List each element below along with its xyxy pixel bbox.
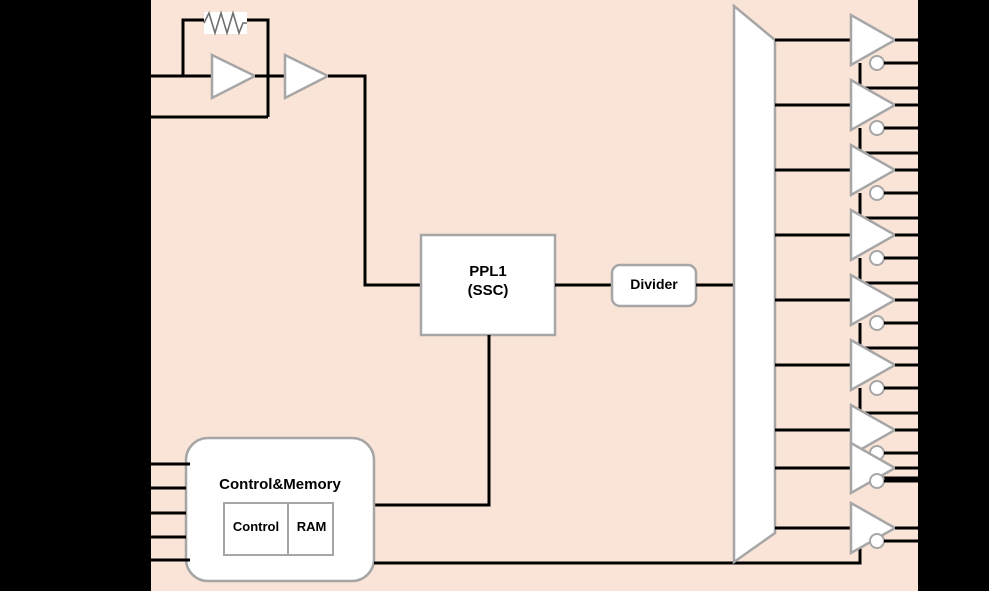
inversion-bubble-icon	[869, 315, 885, 331]
resistor-icon	[203, 10, 247, 36]
output-buffer-group	[775, 440, 918, 496]
control-interface-wires	[151, 462, 190, 562]
inversion-bubble-icon	[869, 380, 885, 396]
inverter-icon	[283, 52, 331, 101]
mux-trapezoid-icon	[732, 3, 777, 565]
crystal-input-wires	[151, 74, 268, 119]
pll-block	[419, 233, 557, 337]
output-buffer-group	[775, 12, 918, 90]
output-buffer-group	[775, 77, 918, 155]
ram-sub-block	[287, 502, 334, 556]
output-buffer-group	[775, 272, 918, 350]
osc-to-pll-wire	[328, 74, 421, 287]
inverter-icon	[210, 52, 258, 101]
output-buffer-group	[775, 142, 918, 220]
inversion-bubble-icon	[869, 120, 885, 136]
divider-block	[610, 263, 698, 308]
control-sub-block	[223, 502, 289, 556]
inversion-bubble-icon	[869, 533, 885, 549]
inversion-bubble-icon	[869, 473, 885, 489]
output-buffer-group	[775, 337, 918, 415]
inversion-bubble-icon	[869, 55, 885, 71]
output-buffer-group	[775, 500, 918, 556]
control-to-buffers-bus	[374, 538, 862, 565]
oscillator-feedback-wire	[181, 18, 270, 117]
inversion-bubble-icon	[869, 250, 885, 266]
pll-to-control-wire	[374, 335, 491, 507]
inversion-bubble-icon	[869, 185, 885, 201]
output-buffer-group	[775, 207, 918, 285]
